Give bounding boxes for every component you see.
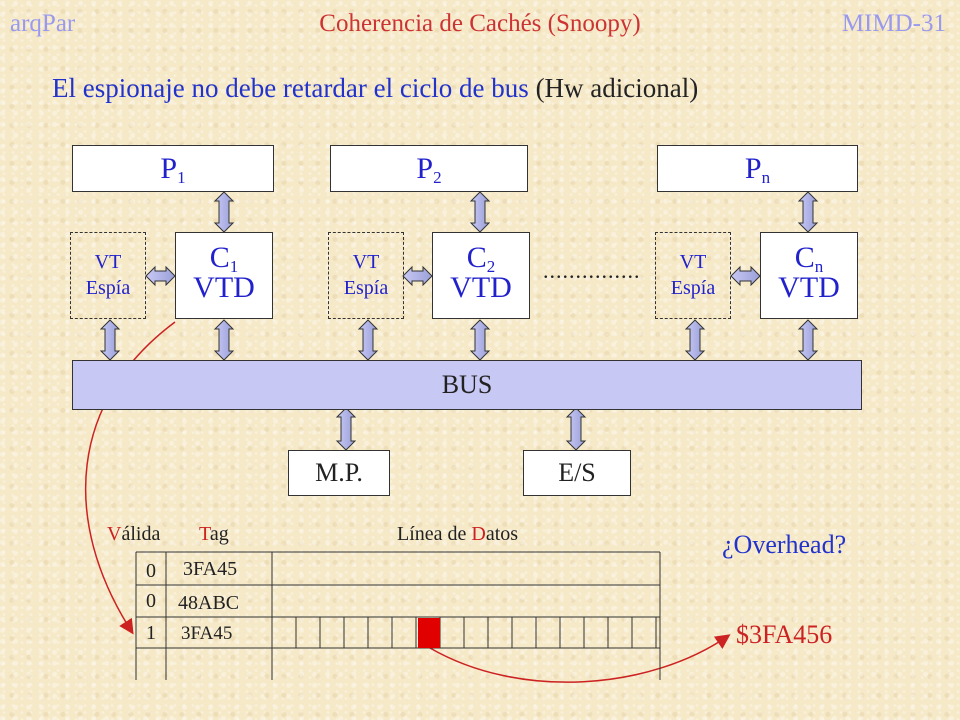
cache-1-kind: VTD <box>193 271 255 304</box>
spy-n-line1: VT <box>679 251 707 273</box>
cache1-bus-arrow <box>213 319 235 361</box>
spyn-bus-arrow <box>684 319 706 361</box>
system-bus: BUS <box>72 360 862 410</box>
address-label: $3FA456 <box>736 620 833 649</box>
cache-table-grid <box>135 551 661 680</box>
ellipsis: ............... <box>543 258 641 283</box>
proc2-cache2-arrow <box>469 191 491 233</box>
overhead-question: ¿Overhead? <box>722 530 847 559</box>
spy-1-line2: Espía <box>85 277 131 299</box>
cache-n: Cn VTD <box>760 232 858 319</box>
spy1-cache1-arrow <box>145 265 176 287</box>
processor-n: Pn <box>657 145 858 192</box>
bus-memory-arrow <box>335 407 357 451</box>
slide-number: MIMD-31 <box>841 10 946 37</box>
spy2-cache2-arrow <box>402 265 433 287</box>
data-line-cells <box>295 617 657 648</box>
row-3-valid: 1 <box>146 622 156 644</box>
slide-subtitle: El espionaje no debe retardar el ciclo d… <box>52 73 698 104</box>
col-valid-initial: V <box>107 523 122 545</box>
cache-1-letter: C <box>209 241 230 274</box>
row-2-valid: 0 <box>146 590 156 612</box>
horizontal-arrows <box>145 265 761 287</box>
slide-title: Coherencia de Cachés (Snoopy) <box>319 10 641 37</box>
col-tag-initial: T <box>199 523 210 545</box>
cache-2-letter: C <box>466 241 487 274</box>
spy-box-n: VT Espía <box>655 232 731 319</box>
proc1-cache1-arrow <box>213 191 235 233</box>
col-data-accent: D <box>471 523 486 545</box>
row-1-tag: 3FA45 <box>183 558 238 580</box>
procn-cachen-arrow <box>797 191 819 233</box>
processor-2: P2 <box>330 145 528 192</box>
cache-2-sub: 2 <box>486 257 496 276</box>
cache-1: C1 VTD <box>175 232 273 319</box>
io-box: E/S <box>523 450 631 496</box>
spy-n-line2: Espía <box>670 277 716 299</box>
spy-1-line1: VT <box>94 251 122 273</box>
spyn-cachen-arrow <box>730 265 761 287</box>
selected-data-cell <box>418 618 440 648</box>
col-data-suffix: atos <box>485 523 519 545</box>
processor-1: P1 <box>72 145 274 192</box>
spy-box-1: VT Espía <box>70 232 146 319</box>
col-data-prefix: Línea de <box>397 523 472 545</box>
cache-1-sub: 1 <box>229 257 239 276</box>
processor-1-letter: P <box>160 152 178 185</box>
cachen-bus-arrow <box>797 319 819 361</box>
snoop-link-arrow <box>85 321 176 635</box>
row-2-tag: 48ABC <box>178 592 240 614</box>
col-header-valid: Válida <box>107 523 160 546</box>
processor-1-sub: 1 <box>177 168 186 187</box>
subtitle-main: El espionaje no debe retardar el ciclo d… <box>52 73 529 103</box>
cache2-bus-arrow <box>469 319 491 361</box>
course-label: arqPar <box>10 10 76 37</box>
cache-n-sub: n <box>814 257 824 276</box>
bidirectional-arrows <box>99 191 819 451</box>
address-link-arrow <box>429 634 731 683</box>
cache-2-kind: VTD <box>450 271 512 304</box>
col-tag-rest: ag <box>209 523 229 545</box>
processor-2-letter: P <box>416 152 434 185</box>
processor-n-sub: n <box>761 168 771 187</box>
cache-2: C2 VTD <box>432 232 530 319</box>
spy-2-line1: VT <box>352 251 380 273</box>
processor-n-letter: P <box>744 152 762 185</box>
cache-n-kind: VTD <box>778 271 840 304</box>
col-header-tag: Tag <box>199 523 229 546</box>
spy2-bus-arrow <box>357 319 379 361</box>
col-header-data: Línea de Datos <box>397 523 518 546</box>
subtitle-extra: (Hw adicional) <box>535 73 699 103</box>
col-valid-rest: álida <box>121 523 161 545</box>
processor-2-sub: 2 <box>433 168 442 187</box>
row-3-tag: 3FA45 <box>181 623 233 644</box>
cache-n-letter: C <box>794 241 815 274</box>
spy1-bus-arrow <box>99 319 121 361</box>
spy-2-line2: Espía <box>343 277 389 299</box>
main-memory: M.P. <box>288 450 390 496</box>
row-1-valid: 0 <box>146 560 156 582</box>
spy-box-2: VT Espía <box>328 232 404 319</box>
bus-io-arrow <box>565 407 587 451</box>
